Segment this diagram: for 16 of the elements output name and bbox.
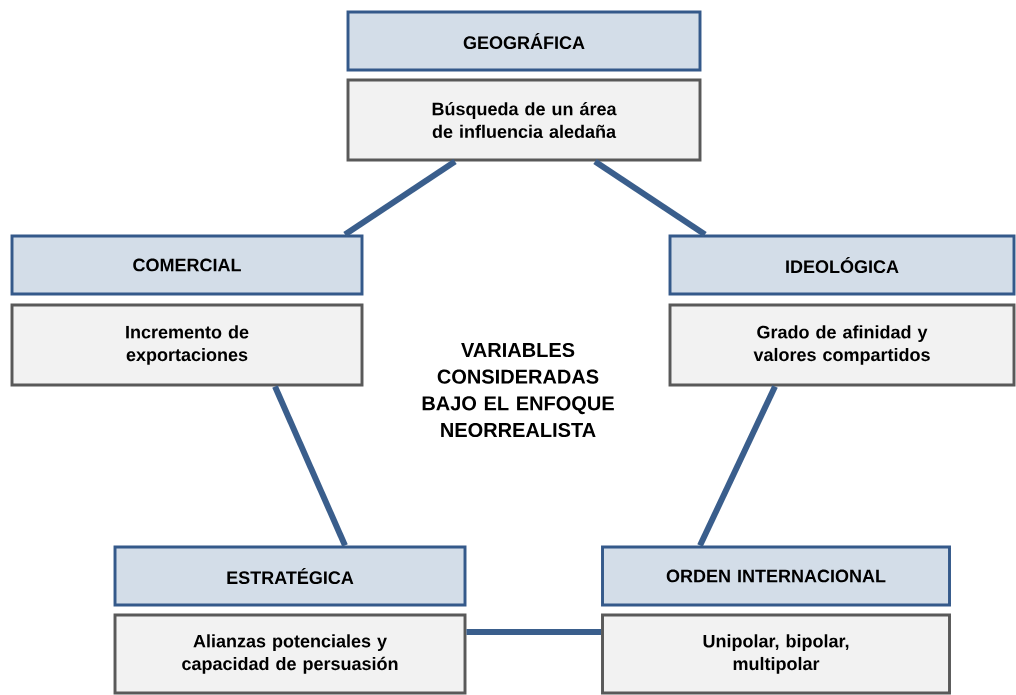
- header-box: ORDEN INTERNACIONAL: [601, 545, 951, 607]
- header-box: GEOGRÁFICA: [346, 10, 702, 72]
- connector-line: [343, 158, 457, 238]
- description-box: Grado de afinidad y valores compartidos: [668, 303, 1016, 387]
- connector-line: [466, 629, 602, 635]
- connector-line: [272, 385, 348, 547]
- description-box: Unipolar, bipolar, multipolar: [601, 613, 951, 695]
- description-box: Búsqueda de un área de influencia aledaña: [346, 78, 702, 162]
- description-box: Incremento de exportaciones: [10, 303, 364, 387]
- header-box: ESTRATÉGICA: [113, 545, 467, 607]
- connector-line: [697, 385, 778, 547]
- connector-line: [593, 158, 707, 238]
- header-box: COMERCIAL: [10, 234, 364, 296]
- header-box: IDEOLÓGICA: [668, 234, 1016, 296]
- description-box: Alianzas potenciales y capacidad de persuasión: [113, 613, 467, 695]
- center-title: VARIABLES CONSIDERADAS BAJO EL ENFOQUE NEORREALISTA: [422, 342, 614, 438]
